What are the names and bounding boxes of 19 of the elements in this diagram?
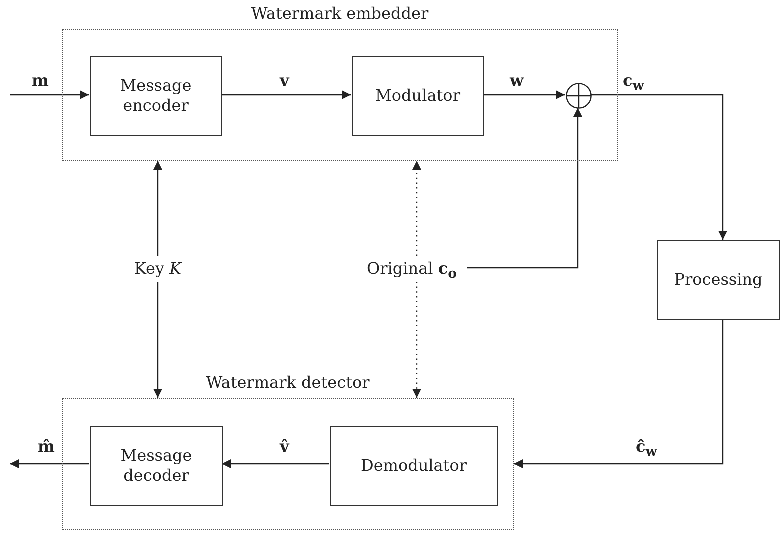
arrow <box>154 282 162 398</box>
arrow <box>10 90 89 100</box>
demodulator-box: Demodulator <box>330 426 498 506</box>
dotted-arrow <box>412 161 422 256</box>
arrow <box>222 460 329 468</box>
dotted-arrow <box>412 282 422 398</box>
arrow <box>514 320 724 468</box>
arrow <box>154 161 162 256</box>
arrow <box>591 94 728 240</box>
group-heading: Watermark detector <box>205 373 371 392</box>
group-heading: Watermark embedder <box>250 4 430 23</box>
arrow <box>483 90 565 100</box>
arrow <box>221 90 351 100</box>
decoder-box: Message decoder <box>90 426 223 506</box>
processing-box: Processing <box>657 240 780 320</box>
arrow <box>467 108 582 269</box>
arrow <box>10 460 89 468</box>
encoder-box: Message encoder <box>90 56 222 136</box>
modulator-box: Modulator <box>352 56 484 136</box>
